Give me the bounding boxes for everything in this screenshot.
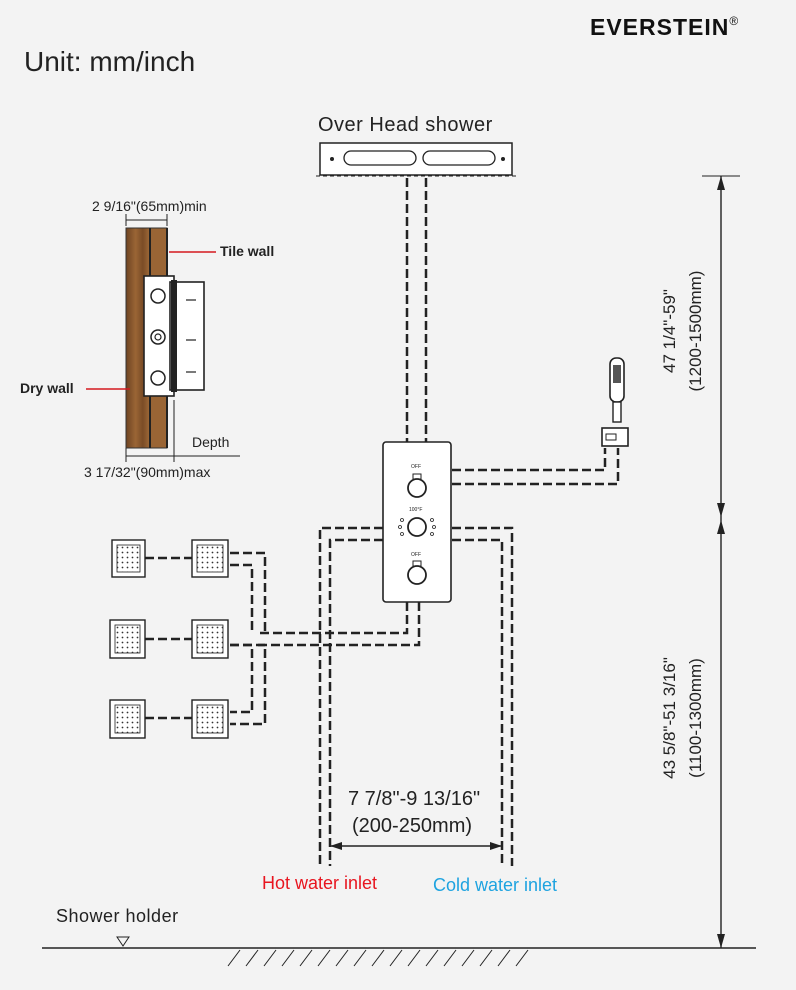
inlet-spacing-inch: 7 7/8"-9 13/16"	[348, 788, 481, 810]
wall-min-dimension: 2 9/16"(65mm)min	[92, 198, 207, 214]
brand-name: EVERSTEIN	[590, 14, 730, 40]
cold-water-inlet-label: Cold water inlet	[433, 875, 558, 895]
dry-wall-label: Dry wall	[20, 380, 74, 396]
pipe-handheld	[452, 448, 620, 486]
height-dimensions	[702, 175, 740, 948]
body-jets	[109, 539, 229, 739]
valve-temp: 100°F	[409, 507, 423, 513]
valve-off-bottom: OFF	[411, 552, 421, 558]
body-jet	[191, 619, 229, 659]
upper-height-mm: (1200-1500mm)	[686, 270, 705, 392]
hot-water-inlet-label: Hot water inlet	[262, 873, 378, 893]
wall-max-dimension: 3 17/32"(90mm)max	[84, 464, 211, 480]
pipe-body-jets	[145, 551, 421, 726]
handheld-shower	[601, 357, 629, 447]
depth-label: Depth	[192, 434, 230, 450]
lower-height-mm: (1100-1300mm)	[686, 658, 705, 778]
thermostatic-valve-panel	[382, 441, 452, 603]
inlet-spacing-dimension	[330, 842, 502, 850]
tile-wall-label: Tile wall	[220, 243, 275, 259]
body-jet	[109, 619, 146, 659]
wall-section	[86, 214, 240, 462]
overhead-shower-label: Over Head shower	[318, 114, 493, 136]
body-jet	[191, 539, 229, 578]
registered-mark: ®	[729, 14, 740, 28]
unit-label: Unit: mm/inch	[24, 46, 196, 77]
body-jet	[109, 699, 146, 739]
pipe-hot-cold-supply	[318, 526, 514, 866]
pipe-overhead	[405, 178, 428, 442]
valve-off-top: OFF	[411, 464, 421, 470]
brand-logo: EVERSTEIN®	[590, 14, 739, 41]
lower-height-inch: 43 5/8"-51 3/16"	[660, 657, 679, 779]
upper-height-inch: 47 1/4"-59"	[660, 289, 679, 373]
body-jet	[111, 539, 146, 578]
shower-holder-label: Shower holder	[56, 906, 179, 926]
inlet-spacing-mm: (200-250mm)	[352, 815, 473, 837]
body-jet	[191, 699, 229, 739]
floor-line	[42, 936, 756, 967]
overhead-shower-head	[316, 142, 516, 177]
